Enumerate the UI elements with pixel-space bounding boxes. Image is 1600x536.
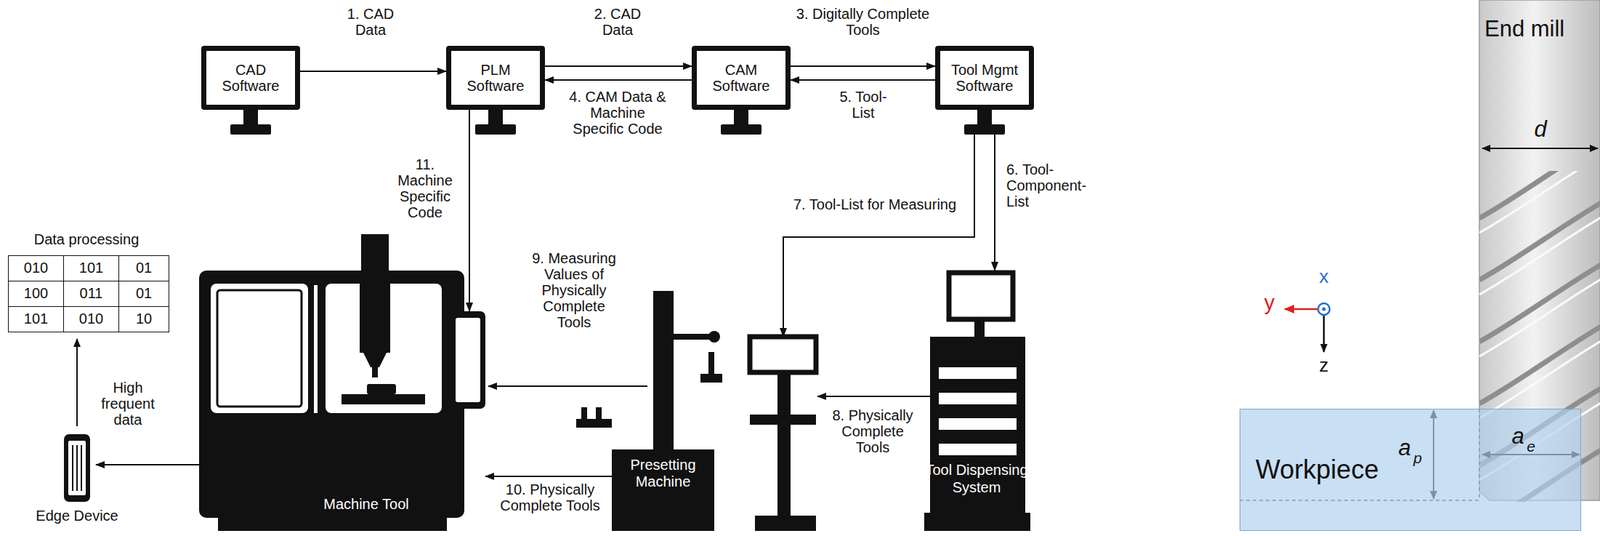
monitor-neck [733,109,749,125]
text-label: z [1314,354,1334,376]
monitor-base [230,124,272,135]
edge-device-icon [63,433,91,502]
flow-arrow [488,385,648,387]
flow-arrow [817,395,931,397]
node-label: CAD Software [209,61,293,94]
monitor-screen: CAM Software [691,45,791,110]
monitor-screen: PLM Software [446,45,545,110]
flow-arrow [300,70,447,72]
flow-arrow [783,134,975,337]
flow-arrow [468,109,471,311]
software-monitor: Tool Mgmt Software [935,45,1034,135]
tool-dispensing-system: Tool Dispensing System [922,270,1031,531]
edge-label: 2. CAD Data [581,5,654,38]
machine-tool-icon [199,233,486,531]
software-monitor: PLM Software [446,45,545,135]
table-cell: 01 [118,280,170,307]
flow-arrow [790,79,936,81]
node-label: CAM Software [699,61,783,94]
text-label: p [1411,449,1425,467]
table-cell: 10 [118,305,170,333]
node-label: Machine Tool [308,495,425,513]
text-label: x [1314,265,1334,288]
software-monitor: CAD Software [201,45,301,135]
workpiece-block: Workpiece [1239,408,1582,531]
table-cell: 101 [7,305,64,333]
edge-label: 4. CAM Data & Machine Specific Code [568,88,668,137]
machine-tool: Machine Tool [199,233,486,531]
monitor-neck [977,109,992,125]
edge-label: 7. Tool-List for Measuring [786,196,964,213]
flow-arrow [544,65,692,67]
monitor-screen: Tool Mgmt Software [935,45,1034,110]
text-label: a [1509,422,1526,449]
monitor-base [964,124,1005,135]
monitor-neck [488,109,503,125]
edge-label: 8. Physically Complete Tools [829,406,916,455]
text-label: y [1259,290,1279,314]
coordinate-axes [1284,302,1330,352]
flow-arrow [544,79,692,81]
text-label: e [1524,437,1538,455]
monitor-screen: CAD Software [201,45,301,110]
monitor-neck [243,109,258,125]
node-label: Workpiece [1255,454,1379,484]
software-monitor: CAM Software [691,45,791,135]
edge-label: 10. Physically Complete Tools [495,481,605,513]
edge-label: 3. Digitally Complete Tools [792,5,934,38]
flow-arrow [485,475,612,477]
text-label: d [1525,116,1555,142]
edge-label: 11. Machine Specific Code [388,156,462,221]
table-cell: 011 [63,280,120,307]
edge-device: Edge Device [29,428,125,535]
text-label: a [1396,434,1413,460]
edge-label: 1. CAD Data [334,5,407,38]
node-label: Edge Device [29,507,125,524]
table-cell: 01 [118,255,170,282]
table-cell: 100 [7,280,64,307]
text-label: End mill [1484,15,1594,42]
table-cell: 101 [63,255,120,282]
data-arrow [76,338,78,426]
flow-arrow [95,463,200,466]
node-label: Tool Mgmt Software [943,61,1026,94]
text-label: High frequent data [93,379,163,428]
flow-arrow [790,65,936,67]
edge-label: 6. Tool-Component-List [1006,161,1093,210]
text-label: Data processing [17,231,156,248]
flow-arrow [994,134,996,271]
table-cell: 010 [63,305,120,333]
edge-label: 5. Tool-List [829,88,897,121]
node-label: Presetting Machine [611,456,715,490]
monitor-base [720,124,762,135]
edge-label: 9. Measuring Values of Physically Comple… [531,249,617,330]
node-label: PLM Software [454,61,537,94]
monitor-base [475,124,516,135]
table-cell: 010 [7,255,64,282]
node-label: Tool Dispensing System [922,460,1031,496]
